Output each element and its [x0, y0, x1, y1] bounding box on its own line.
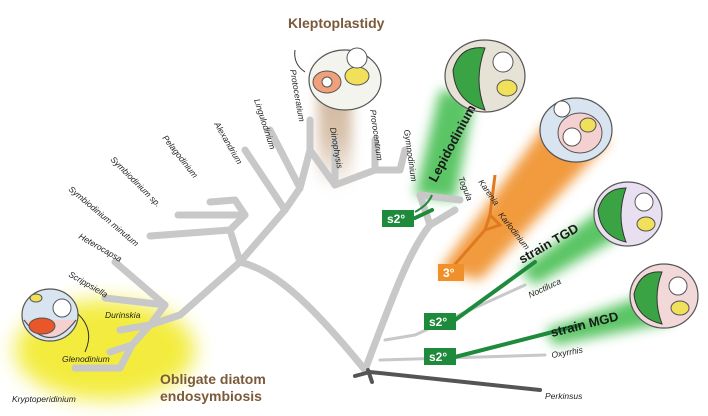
lepidodinium-cell — [444, 39, 526, 113]
kleptoplastidy-heading: Kleptoplastidy — [288, 15, 385, 31]
strain-tgd-cell — [593, 181, 663, 247]
taxon-kryptoperidinium: Kryptoperidinium — [12, 394, 76, 404]
taxon-scrippsiella: Scrippsiella — [67, 269, 110, 300]
perkinsus-branch — [353, 368, 542, 392]
s2-tag-mgd: s2° — [424, 348, 456, 365]
diatom-host-cell — [21, 288, 90, 353]
lepidodinium-highlight — [415, 90, 475, 200]
tree-branches — [71, 116, 464, 374]
tertiary-branch — [448, 174, 503, 271]
obligate-heading-line1: Obligate diatom — [160, 371, 266, 387]
tertiary-tag: 3° — [438, 264, 464, 281]
s2-tag-tgd: s2° — [424, 313, 456, 330]
taxon-prorocentrum: Prorocentrum — [368, 109, 385, 161]
taxon-pelagodinium: Pelagodinium — [160, 133, 200, 180]
karenia-cell — [539, 97, 613, 163]
taxon-oxyrrhis: Oxyrrhis — [551, 344, 585, 359]
obligate-heading-line2: endosymbiosis — [160, 388, 262, 404]
s2-label-a: s2° — [387, 212, 405, 226]
green-branches — [413, 208, 582, 359]
s2-label-b: s2° — [429, 315, 447, 329]
s2-arrow — [414, 194, 433, 213]
tertiary-label: 3° — [443, 266, 455, 280]
taxon-heterocapsa: Heterocapsa — [77, 231, 124, 264]
s2-label-c: s2° — [429, 350, 447, 364]
kleptoplastidy-cell — [294, 47, 382, 111]
tertiary-highlight — [440, 125, 610, 280]
s2-tag-lepidodinium: s2° — [382, 210, 414, 227]
taxon-lingulodinium: Lingulodinium — [252, 98, 278, 151]
taxon-alexandrium: Alexandrium — [212, 119, 245, 166]
taxon-protoceratium: Protoceratium — [288, 69, 307, 123]
strain-mgd-cell — [629, 263, 699, 329]
taxon-perkinsus: Perkinsus — [545, 391, 583, 401]
taxon-glenodinium: Glenodinium — [62, 354, 110, 364]
thin-branches — [378, 283, 547, 362]
taxon-durinskia: Durinskia — [105, 310, 141, 320]
taxon-symbiodinium-sp: Symbiodinium sp. — [109, 154, 164, 209]
